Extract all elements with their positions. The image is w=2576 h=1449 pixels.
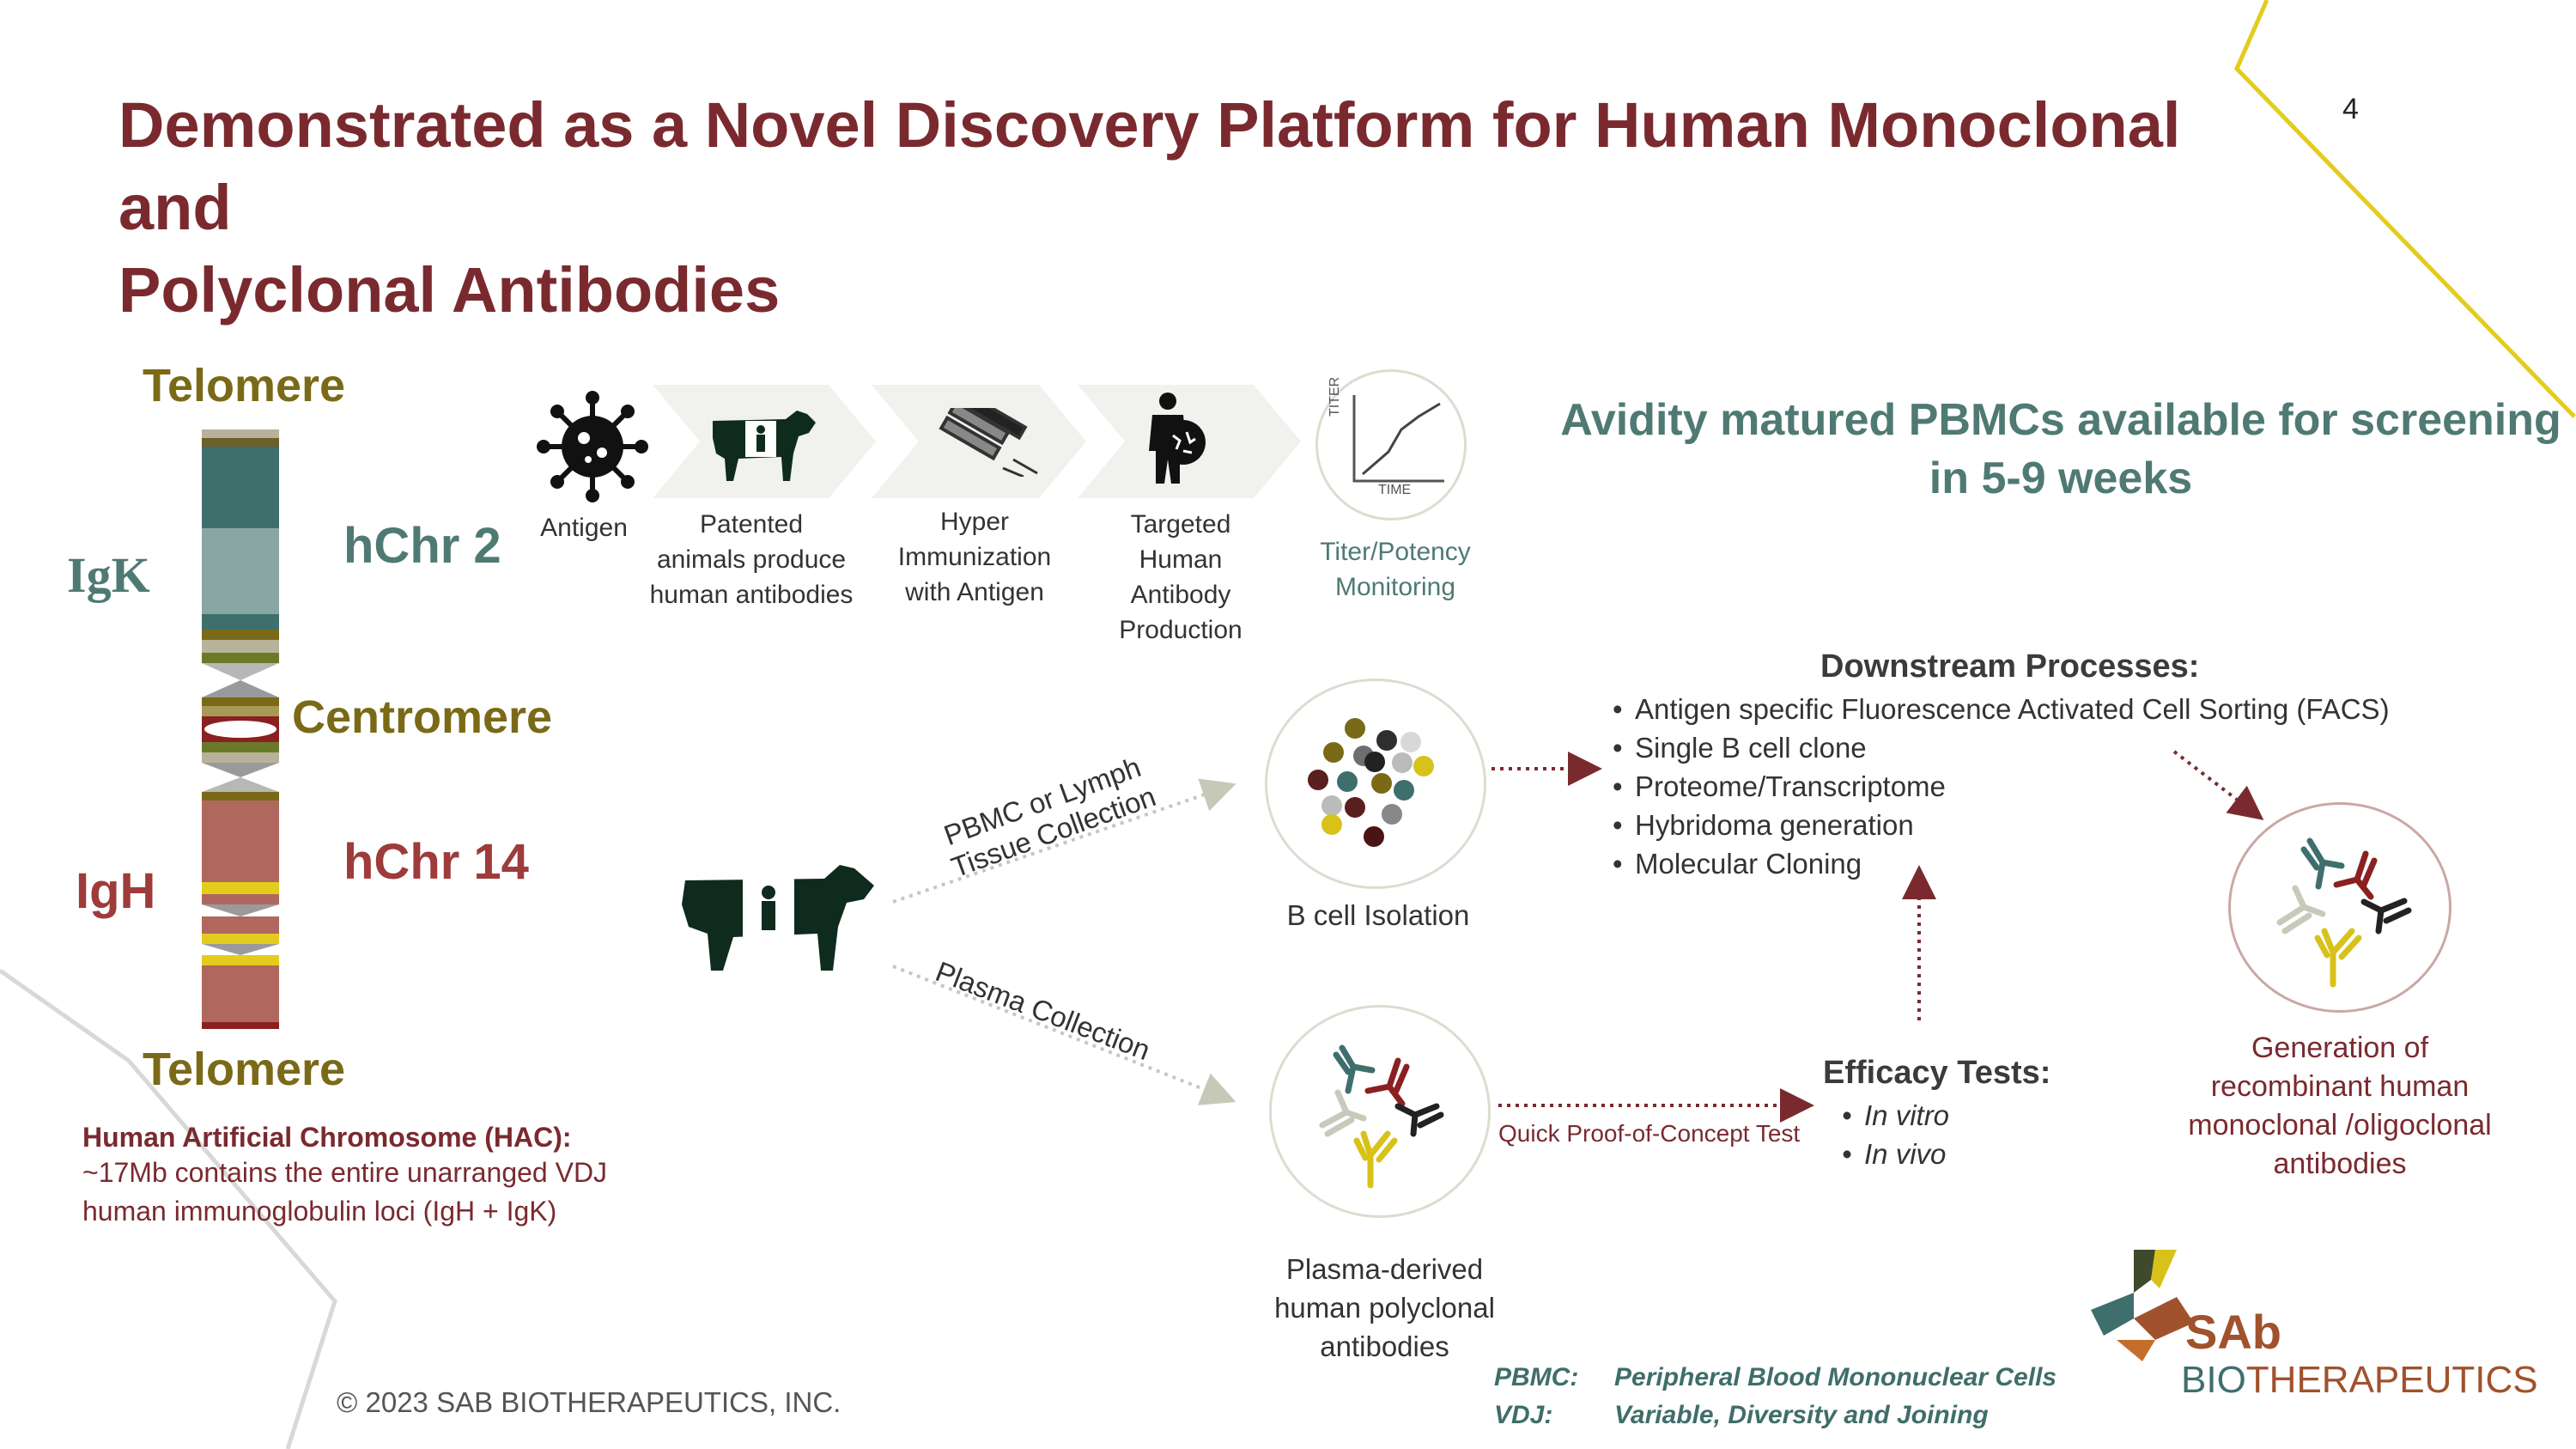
hac-line-1: ~17Mb contains the entire unarranged VDJ [82,1157,608,1188]
downstream-list: Antigen specific Fluorescence Activated … [1613,690,2471,883]
downstream-item: Hybridoma generation [1613,806,2471,844]
logo-sab-text: SAb [2185,1305,2281,1359]
generation-label: Generation of recombinant human monoclon… [2164,1029,2516,1184]
downstream-title: Downstream Processes: [1820,648,2200,685]
generation-l4: antibodies [2273,1148,2407,1180]
chromosome-bar [202,429,279,1029]
step-hyper-l3: with Antigen [905,578,1044,606]
telomere-top-label: Telomere [143,360,346,411]
logo-biotherapeutics-text: BIOTHERAPEUTICS [2181,1359,2538,1402]
step-antigen-l1: Antigen [540,514,628,542]
step-targeted-label: Targeted Human Antibody Production [1086,507,1275,648]
generation-l2: recombinant human [2210,1070,2470,1103]
step-targeted-l4: Production [1119,616,1242,644]
syringe-icon [939,408,1038,477]
titer-label-l1: Titer/Potency [1320,538,1471,566]
sab-logo-icon [2091,1250,2194,1361]
step-hyper-l1: Hyper [939,508,1010,536]
step-patented-l3: human antibodies [649,581,854,609]
hchr14-label: hChr 14 [343,834,529,890]
hac-description: Human Artificial Chromosome (HAC): ~17Mb… [82,1122,855,1231]
quick-test-label: Quick Proof-of-Concept Test [1498,1120,1801,1147]
abbreviation-term: PBMC: [1494,1363,1579,1391]
igk-label: IgK [67,547,150,603]
human-antibody-icon [1149,393,1206,484]
step-targeted-l2: Human [1139,545,1223,574]
generation-l3: monoclonal /oligoclonal [2188,1109,2492,1142]
b-cell-cluster-icon [1308,718,1434,847]
b-cell-label: B cell Isolation [1286,899,1470,931]
title-line-2: Polyclonal Antibodies [118,254,781,326]
step-hyper-l2: Immunization [897,543,1052,571]
step-patented-l2: animals produce [656,545,847,574]
logo-therapeutics: THERAPEUTICS [2245,1359,2538,1401]
avidity-headline: Avidity matured PBMCs available for scre… [1537,391,2576,508]
logo-bio: BIO [2181,1359,2246,1401]
page-title: Demonstrated as a Novel Discovery Platfo… [118,84,2265,332]
titer-label-l2: Monitoring [1334,573,1456,601]
centromere-label: Centromere [292,691,553,743]
titer-graph-icon [1352,395,1444,483]
plasma-derived-l1: Plasma-derived [1285,1253,1484,1285]
page-number: 4 [2342,93,2359,125]
abbreviation-row: VDJ: Variable, Diversity and Joining [1494,1397,2121,1434]
abbreviation-definition: Peripheral Blood Mononuclear Cells [1614,1363,2057,1391]
titer-label: Titer/Potency Monitoring [1288,534,1503,605]
title-line-1: Demonstrated as a Novel Discovery Platfo… [118,89,2181,243]
time-axis-label: TIME [1378,483,1412,497]
efficacy-list: In vitro In vivo [1842,1096,2099,1173]
hchr2-label: hChr 2 [343,518,501,574]
abbreviation-row: PBMC: Peripheral Blood Mononuclear Cells [1494,1359,2121,1397]
cow-icon [713,411,816,481]
abbreviations: PBMC: Peripheral Blood Mononuclear Cells… [1494,1359,2121,1434]
plasma-derived-label: Plasma-derived human polyclonal antibodi… [1236,1250,1533,1366]
step-antigen-label: Antigen [524,510,644,545]
efficacy-item: In vivo [1842,1135,2099,1173]
step-targeted-l1: Targeted [1130,510,1231,539]
igh-label: IgH [76,863,156,919]
polyclonal-antibodies-icon [1319,1044,1444,1189]
abbreviation-term: VDJ: [1494,1401,1553,1429]
efficacy-title: Efficacy Tests: [1823,1055,2051,1091]
antigen-virus-icon [537,391,648,502]
hac-line-2: human immunoglobulin loci (IgH + IgK) [82,1196,557,1227]
step-patented-label: Patented animals produce human antibodie… [635,507,867,612]
step-hyper-label: Hyper Immunization with Antigen [872,504,1078,610]
telomere-bottom-label: Telomere [143,1044,346,1095]
plasma-derived-l2: human polyclonal [1274,1292,1495,1324]
efficacy-item: In vitro [1842,1096,2099,1135]
step-patented-l1: Patented [699,510,804,539]
abbreviation-definition: Variable, Diversity and Joining [1614,1401,1989,1429]
plasma-derived-l3: antibodies [1320,1330,1449,1362]
downstream-item: Antigen specific Fluorescence Activated … [1613,690,2471,728]
downstream-item: Single B cell clone [1613,728,2471,767]
footer-copyright: © 2023 SAB BIOTHERAPEUTICS, INC. [337,1386,841,1418]
avidity-line-1: Avidity matured PBMCs available for scre… [1560,395,2561,445]
plasma-circle [1269,1005,1491,1218]
avidity-line-2: in 5-9 weeks [1929,454,2193,503]
generation-circle [2228,802,2451,1013]
downstream-item: Proteome/Transcriptome [1613,767,2471,806]
downstream-item: Molecular Cloning [1613,844,2471,883]
cow-large-icon [682,865,874,971]
step-targeted-l3: Antibody [1130,581,1231,609]
generation-l1: Generation of [2251,1032,2429,1064]
recombinant-antibodies-icon [2276,837,2412,988]
hac-title: Human Artificial Chromosome (HAC): [82,1122,572,1153]
